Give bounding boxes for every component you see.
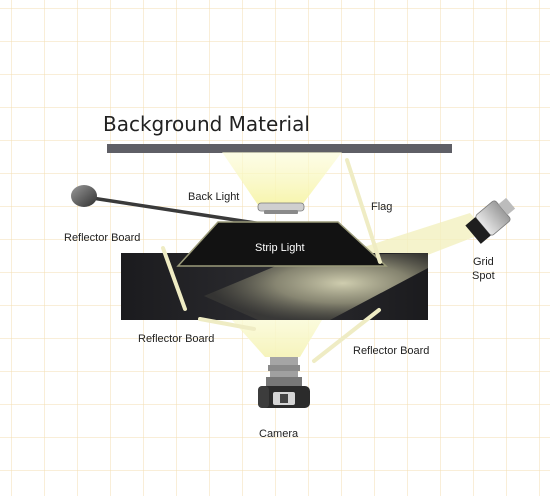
grid-spot-icon [465, 197, 516, 244]
back-light-icon [257, 202, 305, 214]
table-light-spot [204, 253, 428, 320]
reflector-board-bottom-right-label: Reflector Board [353, 345, 429, 357]
grid-spot-label-line2: Spot [472, 270, 495, 282]
camera-lens-icon [266, 357, 302, 386]
camera-icon [258, 357, 310, 408]
reflector-board-bottom-right [312, 308, 381, 363]
reflector-board-bottom-left [198, 317, 256, 331]
grid-spot-label-line1: Grid [473, 256, 494, 268]
reflector-stand-arm [91, 196, 263, 226]
flag-label: Flag [371, 201, 392, 213]
strip-light-label: Strip Light [255, 242, 305, 254]
strip-light [176, 221, 388, 267]
background-material-bar [107, 144, 452, 153]
title-background-material: Background Material [103, 112, 310, 136]
reflector-board-left [161, 246, 187, 311]
back-light-label: Back Light [188, 191, 239, 203]
reflector-board-bottom-left-label: Reflector Board [138, 333, 214, 345]
back-light-beam [222, 152, 342, 205]
reflector-board-left-label: Reflector Board [64, 232, 140, 244]
flag-board [345, 158, 382, 264]
reflector-dish-icon [71, 185, 97, 207]
camera-label: Camera [259, 428, 299, 440]
